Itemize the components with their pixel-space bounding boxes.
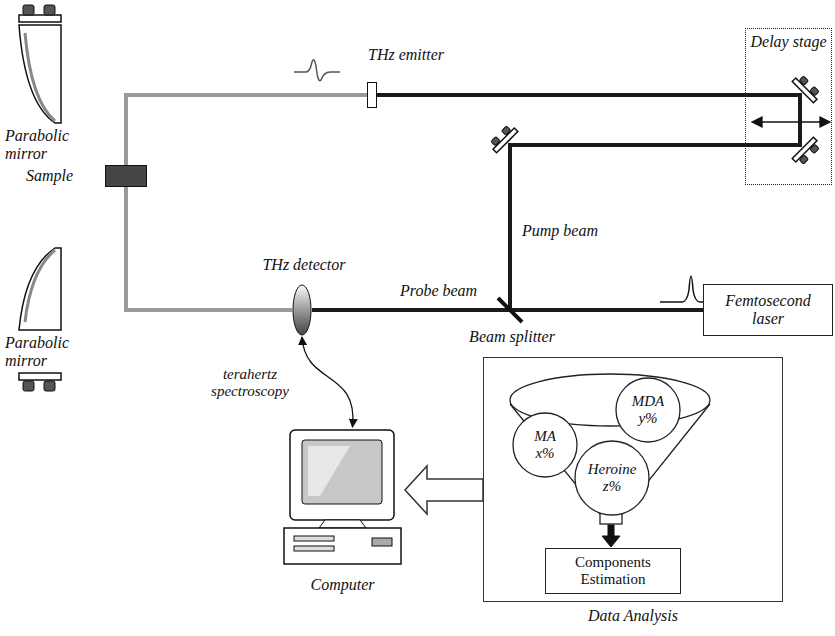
monitor-stand [319,520,366,528]
cpu-box [284,528,401,564]
mount-knob [23,5,34,15]
edge-label: terahertz spectroscopy [196,366,304,400]
delay-mirror [792,137,822,167]
mirror-surface [25,250,55,322]
circle-outline [616,378,680,442]
svg-line [758,121,826,122]
node-circle: MAx% [512,412,578,478]
node-emitter: THz emitter [360,46,470,110]
component-text: y% [638,410,657,427]
screen-glare [308,446,350,496]
edge-label: Probe beam [398,282,479,300]
mount-knob [23,381,34,391]
component-text: x% [535,445,554,462]
node-computer: Computer [280,426,405,600]
thz-waveform [294,60,340,81]
component-text: MDA [632,393,665,410]
svg-rect [491,137,500,146]
node-sample: Sample [26,165,150,187]
stage-label: Delay stage [746,29,831,51]
computer-label: Computer [280,576,405,594]
funnel [510,374,710,524]
detector-lens [292,284,312,336]
mount-knob [44,5,55,15]
beam-line [510,308,703,312]
emitter-plate [367,82,377,108]
emitter-label: THz emitter [368,46,444,64]
edge-label: Pump beam [520,222,600,240]
beam-line [126,187,292,310]
svg-rect [502,126,511,135]
component-text: z% [603,478,621,495]
fold-mirror [488,123,518,153]
component-text: Heroine [588,461,637,478]
node-analysis: Data AnalysisMAx%MDAy%Heroinez%Component… [483,357,783,633]
node-splitter: Beam splitter [462,296,562,360]
detector-label: THz detector [252,256,356,274]
analysis-label: Data Analysis [483,607,783,625]
mirror-surface [25,33,55,121]
mirror-mount [19,373,61,380]
node-circle: MDAy% [615,377,681,443]
svg-path [602,536,620,547]
estimation-label: Components Estimation [558,554,668,588]
parabolic-mirror [5,246,67,332]
beam-line [312,308,510,312]
computer-illustration [280,426,405,568]
component-text: MA [534,428,556,445]
node-circle: Heroinez% [574,440,650,516]
svg-rect [799,155,808,164]
drive-slot [294,546,334,551]
node-dotted: Delay stage [745,28,832,185]
beam-line [377,93,745,97]
mirror-body [19,25,61,123]
svg-rect [608,525,614,537]
svg-path [820,117,830,127]
node-mirrorBot: Parabolic mirror [5,246,77,396]
mirror-mount [5,372,67,396]
splitter-label: Beam splitter [462,328,562,346]
node-mirrorTop: Parabolic mirror [5,3,77,165]
circle-outline [513,413,577,477]
svg-path [752,117,762,127]
svg-rect [810,144,819,153]
mirror-label: Parabolic mirror [5,127,77,163]
node-box: Femtosecond laser [703,284,833,336]
beam-splitter [496,296,524,324]
drive-slot [294,536,334,541]
svg-rect [799,76,808,85]
down-arrow [602,525,620,547]
screen [302,440,382,504]
parabolic-mirror [5,3,67,125]
svg-rect [810,87,819,96]
circle-outline [575,441,649,515]
delay-beam [745,95,800,145]
hollow-arrow [405,466,483,514]
beam-line [126,95,367,165]
laser-label: Femtosecond laser [718,292,818,328]
mirror-mount [19,15,61,22]
mount-knob [44,381,55,391]
monitor [290,430,394,520]
signal-curve [302,337,353,427]
node-detector: THz detector [252,256,356,344]
node-box2: Components Estimation [545,548,681,594]
splitter-plate [498,298,522,322]
sample-label: Sample [26,165,73,187]
delay-mirror [792,73,822,103]
lens-shape [293,285,311,335]
delay-arrow [752,117,830,127]
mirror-label: Parabolic mirror [5,334,77,370]
sample-block [105,165,147,187]
mirror-body [19,248,61,330]
cpu-button [372,538,392,546]
